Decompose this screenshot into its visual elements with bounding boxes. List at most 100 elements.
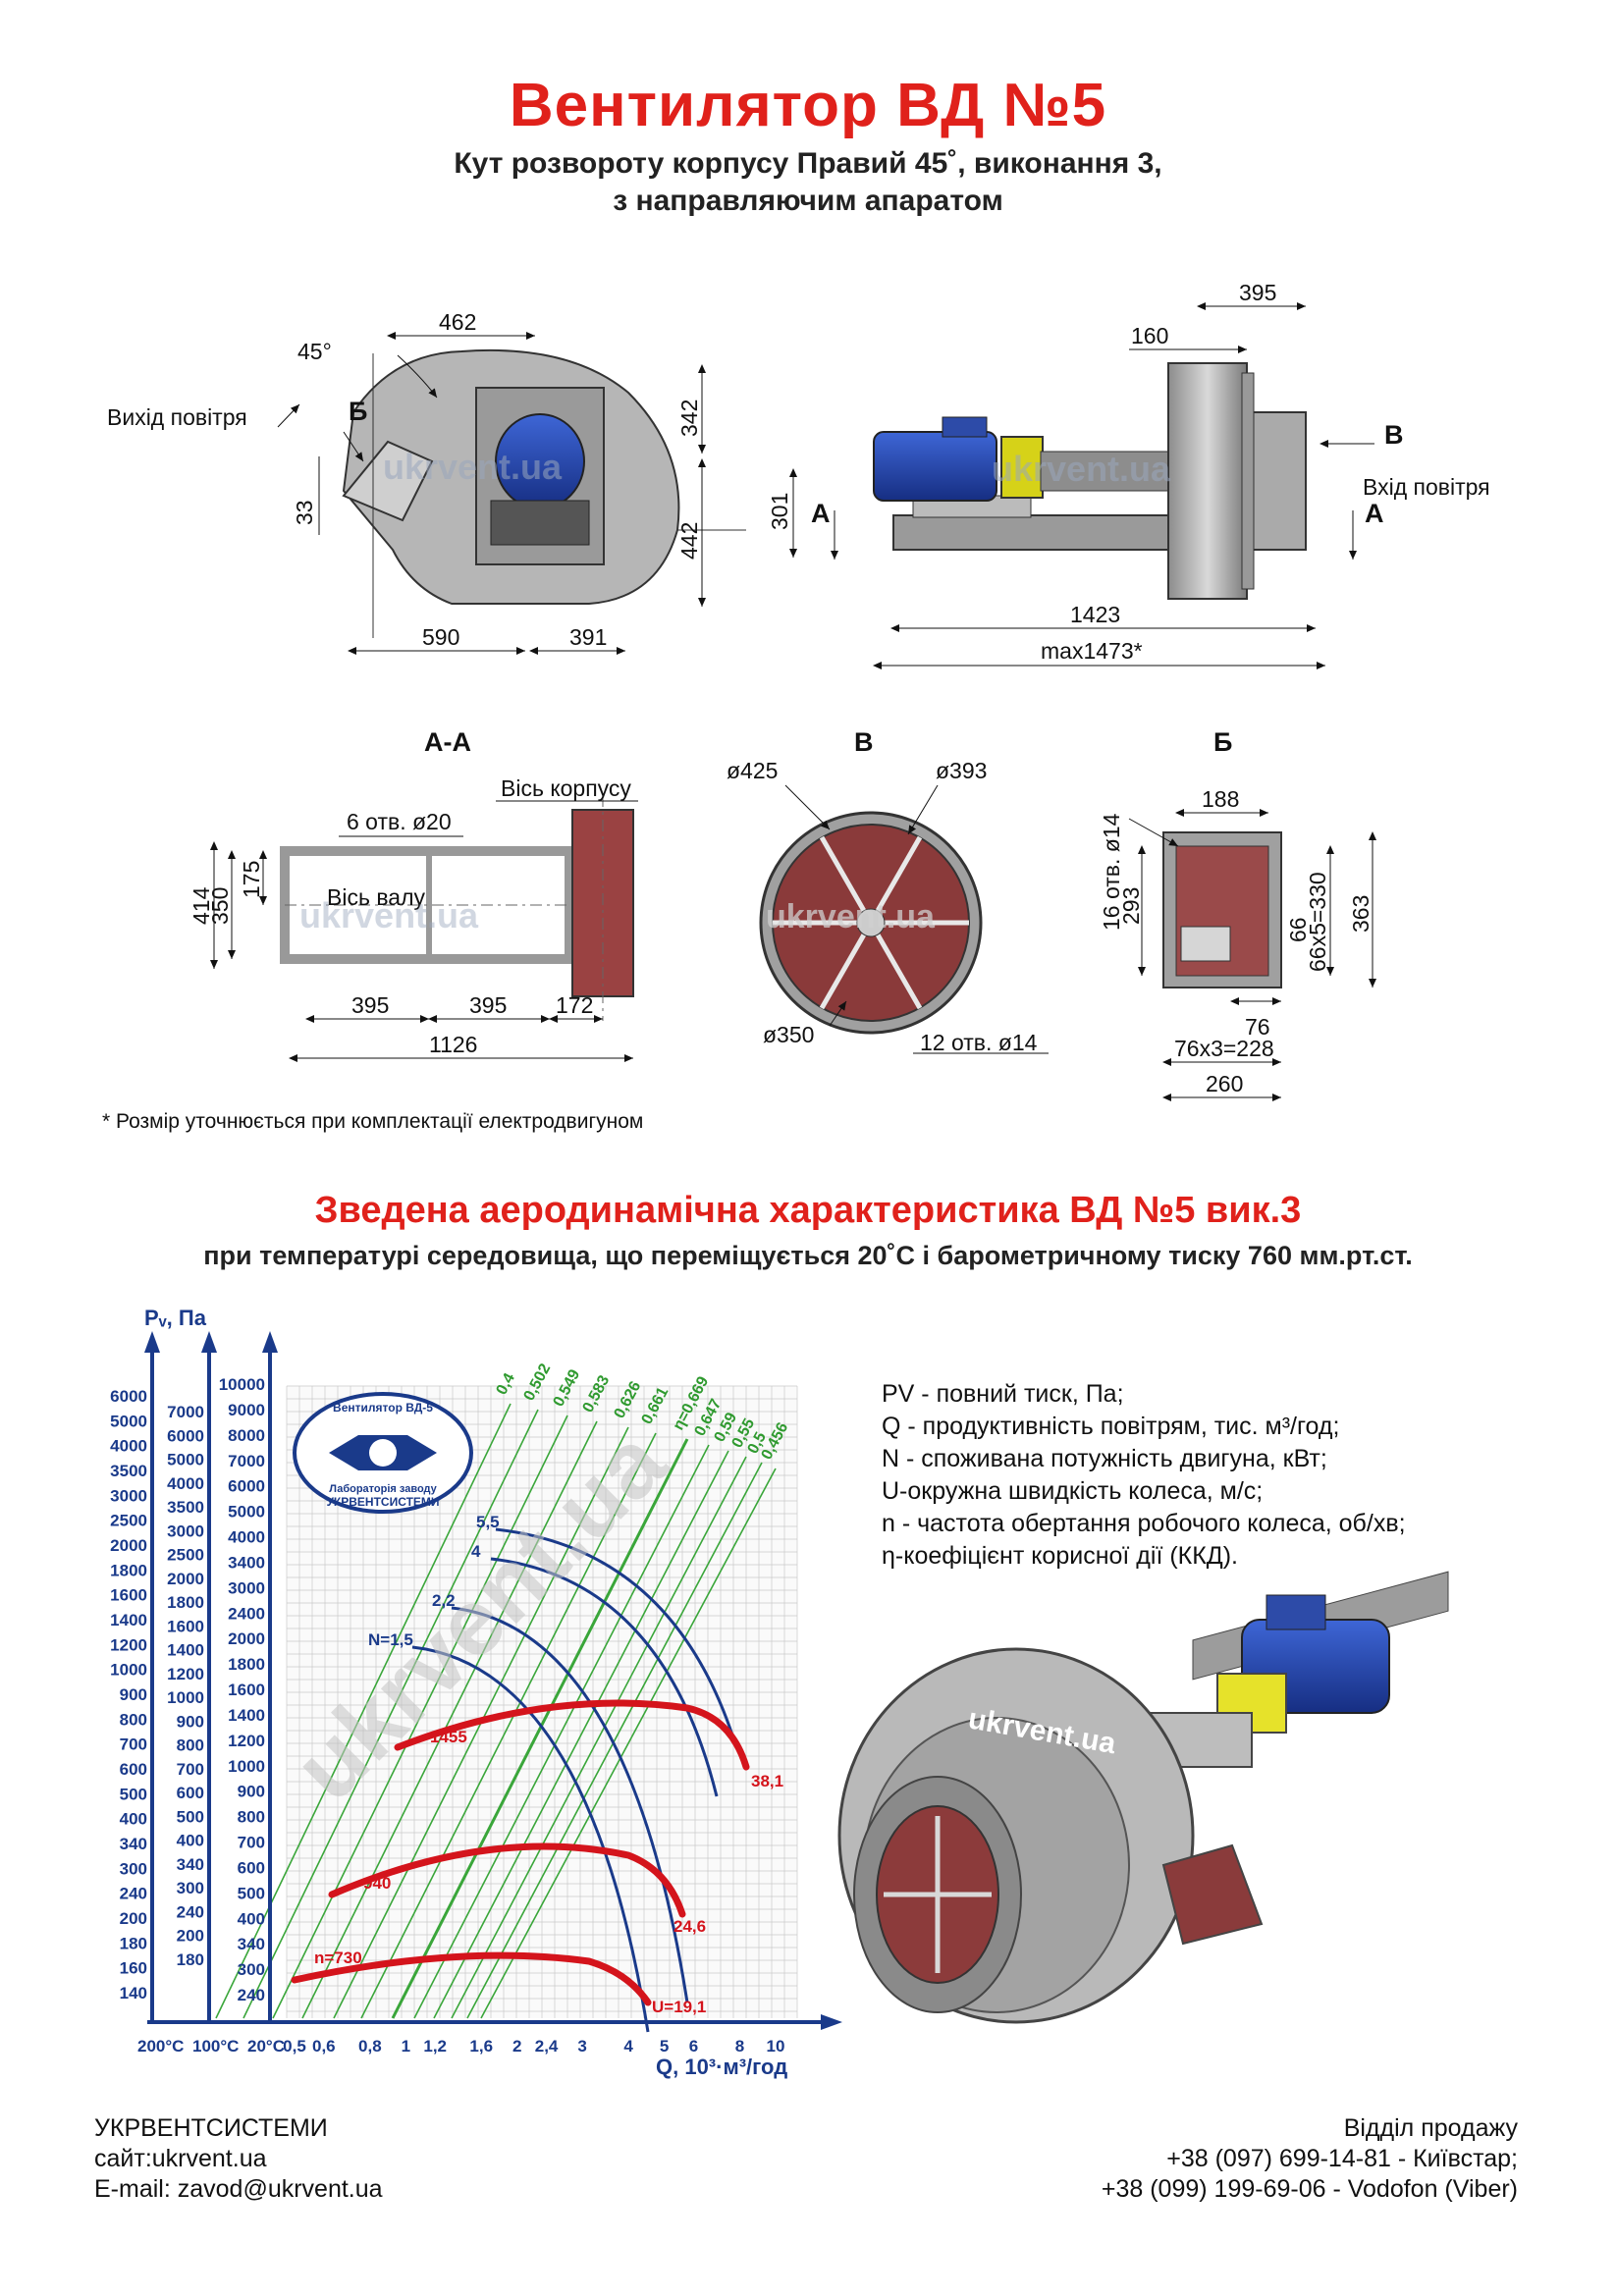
legend-pv: PV - повний тиск, Па; bbox=[882, 1380, 1124, 1408]
y-tick-20: 700 bbox=[238, 1834, 265, 1852]
x-tick: 0,8 bbox=[358, 2037, 382, 2056]
y-tick-100: 3000 bbox=[167, 1522, 204, 1540]
y-tick-100: 1000 bbox=[167, 1688, 204, 1707]
efficiency-ray bbox=[433, 1450, 729, 2019]
efficiency-ray bbox=[272, 1415, 568, 2019]
view-aa-title: А-А bbox=[424, 727, 471, 757]
y-tick-200: 340 bbox=[120, 1835, 147, 1853]
dim-o425: ø425 bbox=[727, 758, 778, 783]
y-tick-20: 1800 bbox=[228, 1655, 265, 1674]
fan-3d-render: ukrvent.ua bbox=[837, 1571, 1449, 2024]
y-tick-100: 300 bbox=[177, 1879, 204, 1897]
y-tick-200: 1400 bbox=[110, 1611, 147, 1629]
power-label: N=1,5 bbox=[368, 1630, 413, 1649]
y-tick-200: 2500 bbox=[110, 1512, 147, 1530]
y-tick-20: 9000 bbox=[228, 1401, 265, 1419]
y-tick-20: 6000 bbox=[228, 1477, 265, 1496]
y-tick-100: 700 bbox=[177, 1760, 204, 1779]
y-tick-100: 400 bbox=[177, 1832, 204, 1850]
aero-subtitle: при температурі середовища, що переміщує… bbox=[203, 1241, 1413, 1270]
x-tick: 2,4 bbox=[535, 2037, 559, 2056]
y-tick-100: 180 bbox=[177, 1950, 204, 1969]
y-tick-100: 1800 bbox=[167, 1593, 204, 1612]
x-tick: 3 bbox=[577, 2037, 586, 2056]
engineering-drawings: 462 342 442 33 590 391 45° Вихід повітря… bbox=[107, 280, 1490, 1101]
speed-curve bbox=[394, 1699, 750, 1771]
dim-1126: 1126 bbox=[429, 1032, 477, 1057]
y-tick-200: 240 bbox=[120, 1885, 147, 1903]
power-lines bbox=[411, 1527, 738, 2033]
watermark-4: ukrvent.ua bbox=[766, 898, 936, 935]
dim-342: 342 bbox=[676, 400, 702, 437]
footer-phone2: +38 (099) 199-69-06 - Vodofon (Viber) bbox=[1101, 2175, 1518, 2203]
efficiency-ray bbox=[466, 1462, 763, 2019]
dim-462: 462 bbox=[439, 309, 476, 335]
x-tick: 10 bbox=[767, 2037, 785, 2056]
angle-45-label: 45° bbox=[297, 339, 332, 364]
page-subtitle-line2: з направляючим апаратом bbox=[613, 185, 1003, 217]
y-tick-200: 6000 bbox=[110, 1387, 147, 1406]
speed-curve bbox=[328, 1842, 686, 1918]
speed-end-label: 38,1 bbox=[751, 1772, 783, 1790]
y-tick-100: 240 bbox=[177, 1902, 204, 1921]
dim-max1473: max1473* bbox=[1041, 638, 1143, 664]
watermark-2: ukrvent.ua bbox=[992, 449, 1171, 489]
y-tick-200: 800 bbox=[120, 1710, 147, 1729]
y-tick-100: 3500 bbox=[167, 1498, 204, 1517]
dim-33: 33 bbox=[292, 500, 317, 525]
dim-293: 293 bbox=[1118, 887, 1144, 925]
x-tick: 2 bbox=[512, 2037, 521, 2056]
y-tick-20: 800 bbox=[238, 1808, 265, 1827]
dim-172: 172 bbox=[556, 992, 593, 1018]
y-tick-200: 1200 bbox=[110, 1635, 147, 1654]
dim-590: 590 bbox=[422, 624, 459, 650]
y-tick-20: 7000 bbox=[228, 1452, 265, 1470]
dim-12-holes: 12 отв. ø14 bbox=[920, 1030, 1038, 1055]
dim-175: 175 bbox=[239, 861, 264, 898]
legend-n-rpm: n - частота обертання робочого колеса, о… bbox=[882, 1510, 1406, 1537]
y-tick-200: 160 bbox=[120, 1959, 147, 1978]
footer-company: УКРВЕНТСИСТЕМИ bbox=[94, 2114, 328, 2142]
efficiency-ray bbox=[451, 1456, 747, 2019]
dim-1423: 1423 bbox=[1070, 602, 1120, 627]
view-aa-axis-shaft: Вісь валу bbox=[327, 884, 425, 910]
view-v-title: В bbox=[854, 727, 874, 757]
y-tick-100: 500 bbox=[177, 1807, 204, 1826]
logo-line2: Лабораторія заводу bbox=[329, 1483, 437, 1495]
dim-350: 350 bbox=[207, 887, 233, 925]
fan-side-view bbox=[342, 348, 746, 638]
y-tick-100: 1600 bbox=[167, 1617, 204, 1635]
page-subtitle-line1: Кут розвороту корпусу Правий 45˚, викона… bbox=[454, 147, 1162, 180]
y-tick-200: 700 bbox=[120, 1735, 147, 1754]
y-tick-100: 1200 bbox=[167, 1665, 204, 1683]
x-tick: 0,5 bbox=[283, 2037, 306, 2056]
speed-label: 1455 bbox=[430, 1728, 467, 1746]
y-tick-100: 900 bbox=[177, 1712, 204, 1731]
efficiency-ray bbox=[242, 1409, 539, 2019]
y-tick-20: 300 bbox=[238, 1960, 265, 1979]
y-tick-100: 200 bbox=[177, 1927, 204, 1946]
section-b-marker: Б bbox=[349, 397, 367, 426]
page-title: Вентилятор ВД №5 bbox=[509, 72, 1107, 139]
footer-phone1: +38 (097) 699-14-81 - Київстар; bbox=[1166, 2145, 1518, 2172]
x-tick: 5 bbox=[660, 2037, 669, 2056]
power-curve bbox=[411, 1645, 650, 2033]
power-curve bbox=[451, 1606, 689, 2003]
dim-76: 76 bbox=[1245, 1014, 1270, 1040]
dim-260: 260 bbox=[1206, 1071, 1243, 1096]
y-tick-20: 500 bbox=[238, 1884, 265, 1902]
x-tick: 8 bbox=[735, 2037, 744, 2056]
section-v-marker: В bbox=[1384, 420, 1404, 450]
y-tick-100: 800 bbox=[177, 1736, 204, 1755]
y-tick-20: 8000 bbox=[228, 1426, 265, 1445]
speed-end-label: 24,6 bbox=[673, 1917, 706, 1936]
y-tick-200: 300 bbox=[120, 1859, 147, 1878]
footer-email: E-mail: zavod@ukrvent.ua bbox=[94, 2175, 383, 2203]
view-b-title: Б bbox=[1213, 727, 1232, 757]
efficiency-ray bbox=[413, 1444, 710, 2019]
x-tick: 1,6 bbox=[469, 2037, 493, 2056]
footer-site: сайт:ukrvent.ua bbox=[94, 2145, 267, 2172]
y-tick-20: 4000 bbox=[228, 1528, 265, 1547]
y-tick-20: 5000 bbox=[228, 1503, 265, 1522]
